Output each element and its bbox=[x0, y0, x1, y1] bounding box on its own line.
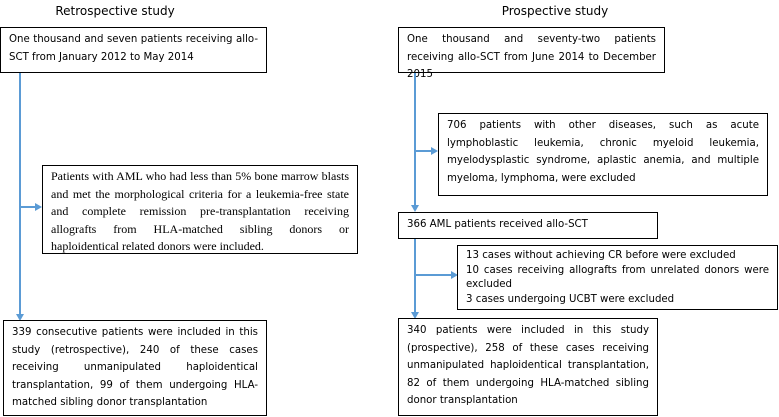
retrospective-flow-line bbox=[19, 73, 21, 315]
arrow-right-icon bbox=[431, 147, 438, 155]
prospective-branch-line-1 bbox=[414, 150, 431, 152]
retrospective-result-box: 339 consecutive patients were included i… bbox=[3, 320, 267, 416]
excluded-item: 3 cases undergoing UCBT were excluded bbox=[466, 293, 675, 305]
arrow-right-icon bbox=[35, 203, 42, 211]
prospective-title: Prospective study bbox=[501, 4, 609, 18]
arrow-down-icon bbox=[411, 312, 419, 319]
arrow-down-icon bbox=[16, 314, 24, 321]
prospective-branch-line-2 bbox=[414, 274, 451, 276]
retrospective-start-box: One thousand and seven patients receivin… bbox=[0, 27, 267, 73]
prospective-flow-line-2 bbox=[414, 239, 416, 313]
arrow-right-icon bbox=[451, 271, 458, 279]
aml-box: 366 AML patients received allo-SCT bbox=[398, 212, 658, 239]
arrow-down-icon bbox=[411, 205, 419, 212]
retrospective-criteria-box: Patients with AML who had less than 5% b… bbox=[42, 165, 358, 254]
prospective-result-box: 340 patients were included in this study… bbox=[398, 318, 658, 416]
prospective-start-box: One thousand and seventy-two patients re… bbox=[398, 27, 665, 80]
excluded-cases-box: 13 cases without achieving CR before wer… bbox=[457, 245, 778, 310]
retrospective-title: Retrospective study bbox=[55, 4, 175, 18]
prospective-flow-line-1 bbox=[414, 73, 416, 206]
excluded-diseases-box: 706 patients with other diseases, such a… bbox=[438, 113, 768, 196]
excluded-item: 10 cases receiving allografts from unrel… bbox=[466, 264, 769, 291]
retrospective-branch-line bbox=[19, 206, 35, 208]
excluded-item: 13 cases without achieving CR before wer… bbox=[466, 250, 736, 261]
